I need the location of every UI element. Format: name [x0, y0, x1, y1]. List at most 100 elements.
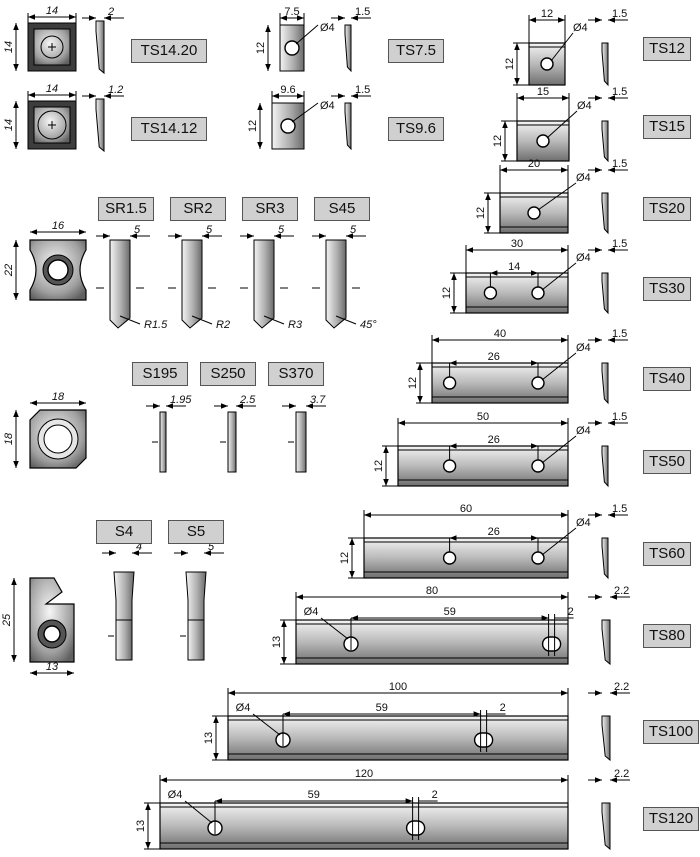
- disc-insert-hole: [43, 424, 73, 454]
- thickness-dimension-TS7.5-text: 1.5: [355, 6, 370, 18]
- height-dimension-TS9.6-text: 12: [247, 120, 259, 132]
- edge-note-S45: 45°: [360, 319, 377, 331]
- profile-side-view-SR3: [253, 239, 275, 329]
- edge-note-SR1.5: R1.5: [144, 319, 168, 331]
- width-dimension-TS20-text: 20: [528, 158, 540, 170]
- code-label-S4: S4: [96, 520, 152, 544]
- pitch-dimension-TS30-text: 14: [508, 261, 520, 273]
- hole-diameter-TS30: Ø4: [576, 252, 591, 264]
- mounting-slot-TS80: [541, 636, 562, 652]
- code-label-S5: S5: [168, 520, 224, 544]
- side-view-TS15: [601, 120, 609, 163]
- width-dimension-TS14.20-text: 14: [46, 5, 58, 17]
- pitch-dimension-TS80-text: 59: [444, 606, 456, 618]
- code-label-S45: S45: [314, 197, 370, 221]
- leader-line: [252, 713, 281, 736]
- height-dimension-TS120-text: 13: [135, 820, 147, 832]
- height-dimension-TS40-text: 12: [407, 377, 419, 389]
- hook-side-view-lower-S4: [115, 619, 133, 661]
- leader-line: [295, 24, 319, 45]
- mounting-hole-TS15: [536, 134, 550, 148]
- disc-side-view-S195: [159, 411, 167, 473]
- hole-diameter-TS12: Ø4: [573, 22, 588, 34]
- thickness-dimension-TS14.12-text: 1.2: [108, 84, 123, 96]
- side-view-TS120: [601, 802, 611, 851]
- code-label-TS100: TS100: [643, 720, 699, 744]
- width-dimension-TS50-text: 50: [477, 411, 489, 423]
- height-dimension-profile-text: 22: [3, 264, 15, 277]
- pitch-dimension-TS120-text: 59: [308, 789, 320, 801]
- insert-body-TS120: [159, 802, 569, 850]
- thickness-dimension-S45-text: 5: [350, 224, 357, 236]
- leader-line: [291, 102, 319, 123]
- mounting-slot-TS120: [405, 820, 426, 836]
- disc-side-view-S370: [295, 411, 307, 473]
- width-dimension-TS120-text: 120: [355, 768, 373, 780]
- width-dimension-TS80-text: 80: [426, 585, 438, 597]
- thickness-dimension-TS80-text: 2.2: [614, 585, 629, 597]
- height-dimension-TS60-text: 12: [339, 552, 351, 564]
- hook-side-view-S4: [113, 571, 135, 621]
- code-label-SR2: SR2: [170, 197, 226, 221]
- code-label-S250: S250: [200, 362, 256, 386]
- thickness-dimension-TS9.6-text: 1.5: [355, 84, 370, 96]
- mounting-hole-TS40: [531, 376, 545, 390]
- width-dimension-TS40-text: 40: [494, 328, 506, 340]
- profile-side-view-S45: [325, 239, 347, 329]
- code-label-S195: S195: [132, 362, 188, 386]
- side-view-TS12: [601, 42, 609, 87]
- height-dimension-TS50-text: 12: [373, 460, 385, 472]
- height-dimension-TS80-text: 13: [271, 636, 283, 648]
- mounting-hole-TS50: [531, 459, 545, 473]
- side-view-TS40: [601, 362, 609, 405]
- hole-diameter-TS15: Ø4: [577, 100, 592, 112]
- leader-line: [546, 110, 578, 139]
- thickness-dimension-TS20-text: 1.5: [612, 158, 627, 170]
- hook-side-view-S5: [185, 571, 207, 621]
- slot-width-TS120: 2: [432, 789, 438, 801]
- mounting-hole-TS12: [540, 57, 554, 71]
- hole-diameter-TS7.5: Ø4: [320, 22, 335, 34]
- hole-diameter-TS80: Ø4: [304, 606, 319, 618]
- slot-width-TS80: 2: [568, 606, 574, 618]
- mounting-hole-TS30: [483, 286, 498, 300]
- profile-side-view-SR2: [181, 239, 203, 329]
- mounting-hole-TS60: [442, 551, 457, 565]
- pitch-dimension-TS60-text: 26: [488, 526, 500, 538]
- leader-line: [184, 800, 213, 824]
- hook-insert-hole: [43, 625, 61, 643]
- thickness-dimension-S250-text: 2.5: [239, 394, 256, 406]
- side-view-TS50: [601, 445, 609, 488]
- height-dimension-hook-text: 25: [1, 613, 13, 627]
- hole-diameter-TS40: Ø4: [576, 342, 591, 354]
- width-dimension-hook-text: 13: [46, 661, 59, 673]
- thickness-dimension-S370-text: 3.7: [310, 394, 326, 406]
- leader-line: [541, 527, 577, 556]
- thickness-dimension-SR1.5-text: 5: [134, 224, 141, 236]
- thickness-dimension-SR3-text: 5: [278, 224, 285, 236]
- mounting-hole-TS60: [531, 551, 545, 565]
- pitch-dimension-TS100-text: 59: [376, 702, 388, 714]
- height-dimension-TS14.12-text: 14: [3, 119, 15, 131]
- hole-diameter-TS9.6: Ø4: [320, 100, 335, 112]
- code-label-S370: S370: [268, 362, 324, 386]
- thickness-dimension-TS120-text: 2.2: [614, 768, 629, 780]
- insert-body-TS80: [295, 619, 569, 665]
- side-view-TS80: [601, 619, 611, 666]
- code-label-TS30: TS30: [643, 277, 691, 301]
- square-insert-circle: [40, 35, 64, 59]
- width-dimension-disc-text: 18: [52, 391, 65, 403]
- side-view-TS60: [601, 537, 609, 580]
- hook-side-view-lower-S5: [187, 619, 205, 661]
- width-dimension-TS12-text: 12: [541, 8, 553, 20]
- disc-side-view-S250: [227, 411, 237, 473]
- width-dimension-TS14.12-text: 14: [46, 83, 58, 95]
- side-view-TS20: [601, 192, 609, 235]
- code-label-TS7.5: TS7.5: [388, 39, 444, 63]
- mounting-slot-TS100: [473, 732, 494, 748]
- mounting-hole-TS20: [527, 206, 541, 220]
- code-label-TS40: TS40: [643, 367, 691, 391]
- code-label-TS15: TS15: [643, 115, 691, 139]
- mounting-hole-TS40: [442, 376, 457, 390]
